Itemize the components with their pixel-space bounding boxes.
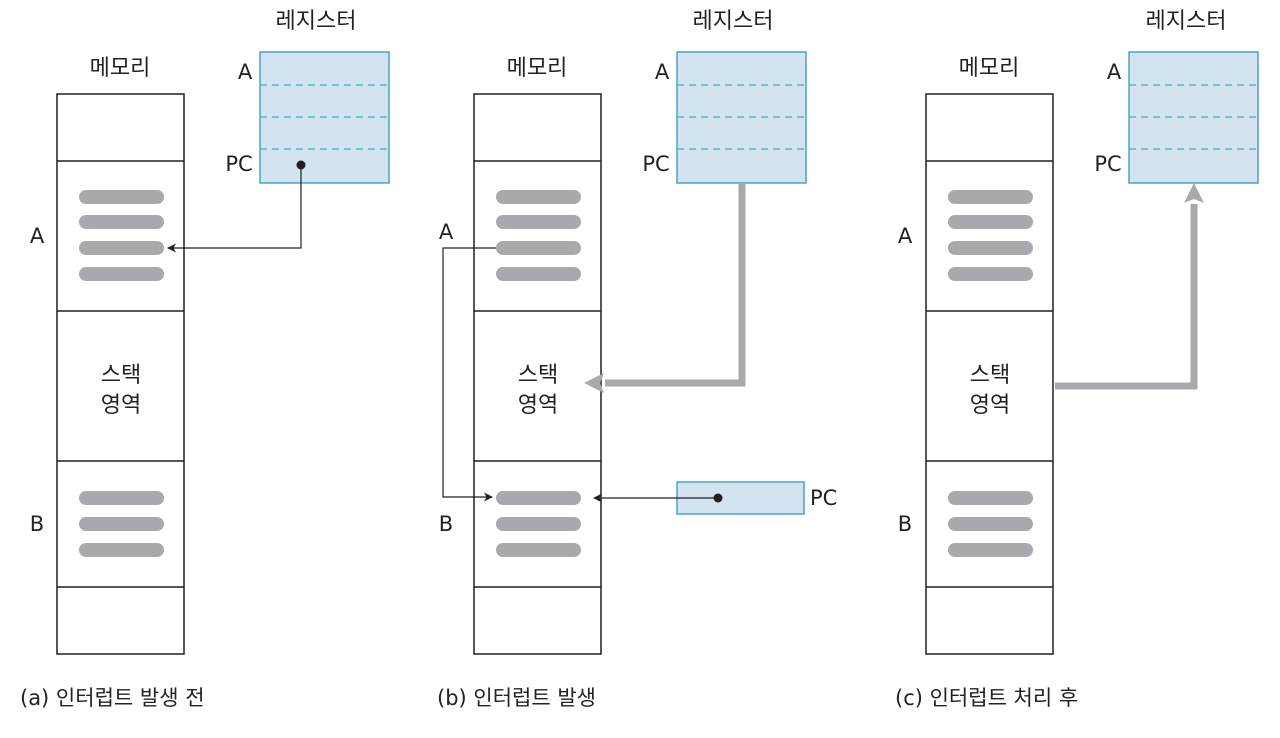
instruction-bar <box>79 241 164 255</box>
restore-registers-arrow <box>1055 183 1204 390</box>
caption: (c) 인터럽트 처리 후 <box>895 686 1078 710</box>
new-pc-label: PC <box>810 486 837 510</box>
instruction-bar <box>948 215 1033 229</box>
register-label-pc: PC <box>642 152 669 176</box>
instruction-bar <box>948 543 1033 557</box>
memory-label-a: A <box>439 220 454 244</box>
program-b-instructions <box>948 491 1033 557</box>
instruction-bar <box>496 517 581 531</box>
instruction-bar <box>948 241 1033 255</box>
instruction-bar <box>79 267 164 281</box>
register-label-a: A <box>655 60 670 84</box>
memory-label-a: A <box>30 224 45 248</box>
register-title: 레지스터 <box>276 9 357 34</box>
instruction-bar <box>496 543 581 557</box>
stack-label: 영역 <box>101 393 141 418</box>
memory-title: 메모리 <box>507 56 568 81</box>
memory-label-b: B <box>898 512 912 536</box>
instruction-bar <box>496 190 581 204</box>
stack-label: 스택 <box>101 363 141 388</box>
instruction-bar <box>79 543 164 557</box>
register-label-a: A <box>1107 60 1122 84</box>
register-label-pc: PC <box>225 152 252 176</box>
memory-block <box>56 93 185 655</box>
memory-title: 메모리 <box>959 56 1020 81</box>
instruction-bar <box>79 215 164 229</box>
stack-label: 스택 <box>518 363 558 388</box>
register-block <box>1128 51 1259 184</box>
program-b-instructions <box>496 491 581 557</box>
instruction-bar <box>496 267 581 281</box>
instruction-bar <box>496 491 581 505</box>
program-a-instructions <box>79 190 164 281</box>
caption: (b) 인터럽트 발생 <box>437 686 596 710</box>
register-title: 레지스터 <box>693 9 774 34</box>
instruction-bar <box>948 491 1033 505</box>
register-title: 레지스터 <box>1146 9 1227 34</box>
program-a-instructions <box>948 190 1033 281</box>
instruction-bar <box>948 190 1033 204</box>
stack-label: 영역 <box>518 393 558 418</box>
panel-a: 메모리 스택 영역 A B 레지스터 A <box>20 9 390 710</box>
instruction-bar <box>496 241 581 255</box>
program-b-instructions <box>79 491 164 557</box>
caption: (a) 인터럽트 발생 전 <box>20 686 205 710</box>
pc-pointer-arrow <box>167 160 306 253</box>
instruction-bar <box>948 517 1033 531</box>
stack-label: 스택 <box>970 363 1010 388</box>
register-label-pc: PC <box>1094 152 1121 176</box>
panel-c: 메모리 스택 영역 A B 레지스터 A <box>895 9 1259 710</box>
instruction-bar <box>948 267 1033 281</box>
instruction-bar <box>496 215 581 229</box>
new-pc-register <box>593 481 805 515</box>
stack-label: 영역 <box>970 393 1010 418</box>
return-address-arrow <box>442 247 496 502</box>
instruction-bar <box>79 190 164 204</box>
memory-label-a: A <box>898 224 913 248</box>
register-block <box>259 51 390 184</box>
register-label-a: A <box>238 60 253 84</box>
memory-block <box>925 93 1054 655</box>
instruction-bar <box>79 491 164 505</box>
program-a-instructions <box>496 190 581 281</box>
instruction-bar <box>79 517 164 531</box>
register-block <box>676 51 807 184</box>
memory-block <box>473 93 602 655</box>
memory-label-b: B <box>439 512 453 536</box>
memory-title: 메모리 <box>90 56 151 81</box>
memory-label-b: B <box>30 512 44 536</box>
save-registers-arrow <box>584 183 746 393</box>
panel-b: 메모리 스택 영역 A B 레지스터 A <box>437 9 837 710</box>
